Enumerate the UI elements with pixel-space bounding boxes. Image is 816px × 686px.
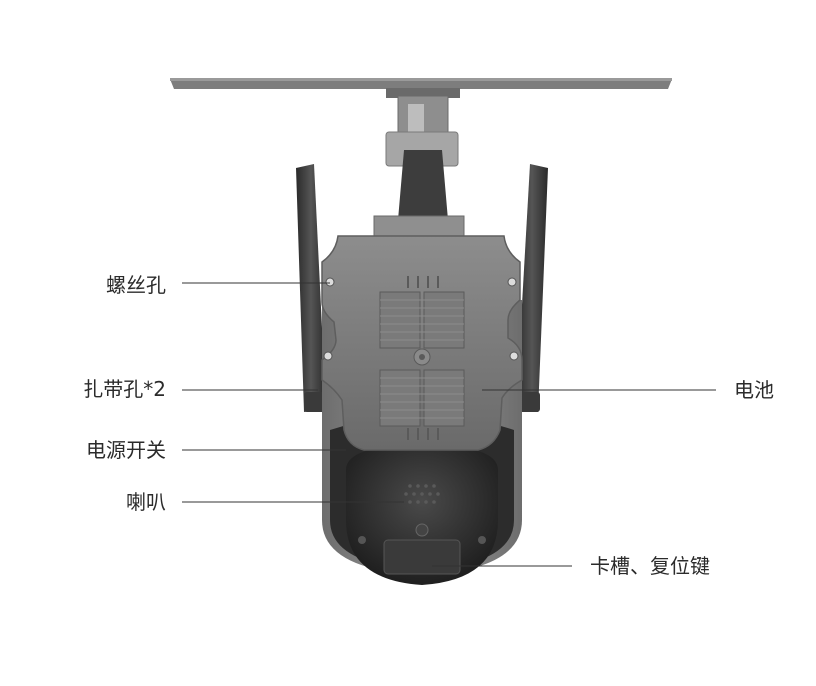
strap-holes-label: 扎带孔*2 [83,377,166,401]
battery-label: 电池 [734,378,774,402]
back-plate [321,215,523,451]
solar-panel [170,78,672,98]
speaker-label: 喇叭 [126,490,166,514]
power-switch-label: 电源开关 [86,438,166,462]
card-slot-reset-label: 卡槽、复位键 [590,554,710,578]
camera-dome [346,445,498,585]
leader-lines [182,282,716,567]
mount-arm [385,95,459,220]
battery-pads [379,276,465,440]
speaker-holes [404,484,440,504]
screw-hole-label: 螺丝孔 [106,273,166,297]
